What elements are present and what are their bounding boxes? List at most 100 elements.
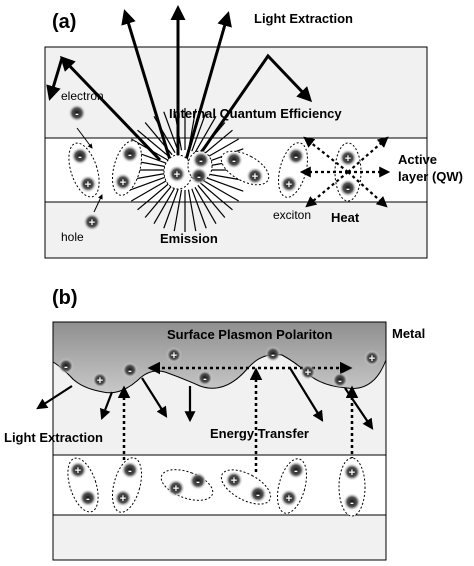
emission-ray bbox=[194, 116, 217, 153]
plus-sign: + bbox=[252, 171, 258, 183]
charges: -+-+-++---+-++--+-+--+-++--++-+--++- bbox=[58, 104, 380, 511]
emission-ray bbox=[137, 129, 171, 158]
electron-charge: - bbox=[122, 362, 138, 378]
minus-sign: - bbox=[294, 151, 298, 163]
plus-sign: + bbox=[85, 179, 91, 191]
hole-charge: + bbox=[280, 175, 298, 193]
substrate-layer bbox=[52, 514, 387, 561]
emission-ray bbox=[144, 122, 173, 156]
plus-sign: + bbox=[173, 483, 179, 495]
emission-ray bbox=[163, 111, 179, 152]
plus-sign: + bbox=[345, 153, 351, 165]
active-layer-label-line2: layer (QW) bbox=[398, 169, 463, 184]
electron-charge: - bbox=[287, 461, 305, 479]
hole-charge: + bbox=[92, 372, 108, 388]
electron-charge: - bbox=[332, 372, 348, 388]
electron-arrow bbox=[76, 127, 93, 149]
electron-charge: - bbox=[58, 358, 74, 374]
minus-sign: - bbox=[75, 108, 79, 120]
hole-charge: + bbox=[225, 471, 243, 489]
minus-sign: - bbox=[197, 171, 201, 183]
emission-ray bbox=[173, 189, 183, 232]
minus-sign: - bbox=[350, 497, 354, 509]
hole-charge: + bbox=[339, 149, 357, 167]
electron-charge: - bbox=[121, 461, 139, 479]
minus-sign: - bbox=[271, 349, 275, 361]
emission-ray bbox=[197, 122, 226, 156]
plus-sign: + bbox=[231, 475, 237, 487]
active-layer-label: Active layer (QW) bbox=[398, 152, 463, 184]
panel-a: (a) Light Extraction electron Internal Q… bbox=[44, 5, 463, 259]
hole-charge: + bbox=[343, 463, 361, 481]
electron-charge: - bbox=[225, 151, 243, 169]
plus-sign: + bbox=[174, 169, 180, 181]
emission-ray bbox=[203, 176, 244, 192]
minus-sign: - bbox=[346, 183, 350, 195]
plus-sign: + bbox=[97, 375, 103, 387]
hole-charge: + bbox=[83, 213, 101, 231]
electron-charge: - bbox=[79, 489, 97, 507]
minus-sign: - bbox=[256, 489, 260, 501]
electron-charge: - bbox=[192, 151, 210, 169]
electron-charge: - bbox=[249, 485, 267, 503]
plus-sign: + bbox=[75, 465, 81, 477]
minus-sign: - bbox=[199, 155, 203, 167]
light-extraction-label: Light Extraction bbox=[254, 11, 353, 26]
minus-sign: - bbox=[128, 465, 132, 477]
hole-charge: + bbox=[167, 479, 185, 497]
electron-charge: - bbox=[68, 104, 86, 122]
emission-ray bbox=[163, 188, 179, 229]
plus-sign: + bbox=[286, 493, 292, 505]
electron-charge: - bbox=[339, 179, 357, 197]
emission-ray bbox=[126, 176, 167, 192]
plus-sign: + bbox=[120, 177, 126, 189]
hole-label: hole bbox=[61, 230, 84, 244]
emission-ray bbox=[197, 184, 226, 218]
active-layer-b bbox=[52, 454, 387, 516]
emission-label: Emission bbox=[160, 231, 218, 246]
electron-charge: - bbox=[71, 147, 89, 165]
energy-transfer-arrows bbox=[117, 367, 359, 472]
hole-charge: + bbox=[79, 175, 97, 193]
electron-charge: - bbox=[287, 147, 305, 165]
hole-charge: + bbox=[69, 461, 87, 479]
emission-ray bbox=[153, 116, 176, 153]
minus-sign: - bbox=[294, 465, 298, 477]
electron-charge: - bbox=[343, 493, 361, 511]
electron-charge: - bbox=[265, 346, 281, 362]
electron-label: electron bbox=[61, 89, 104, 103]
emission-ray bbox=[137, 182, 171, 211]
emission-ray bbox=[187, 189, 197, 232]
panel-a-label: (a) bbox=[52, 11, 76, 33]
minus-sign: - bbox=[128, 149, 132, 161]
emission-ray bbox=[131, 138, 168, 161]
hole-charge: + bbox=[114, 489, 132, 507]
top-cladding-layer bbox=[44, 46, 428, 139]
plus-sign: + bbox=[369, 353, 375, 365]
emission-ray bbox=[202, 179, 239, 202]
emission-ray bbox=[131, 179, 168, 202]
minus-sign: - bbox=[78, 151, 82, 163]
metal-layer bbox=[52, 321, 387, 394]
exciton-label: exciton bbox=[273, 208, 311, 222]
plus-sign: + bbox=[171, 350, 177, 362]
plus-sign: + bbox=[305, 367, 311, 379]
electron-charge: - bbox=[121, 145, 139, 163]
minus-sign: - bbox=[128, 365, 132, 377]
electron-charge: - bbox=[190, 167, 208, 185]
hole-arrow bbox=[93, 194, 103, 213]
electron-charge: - bbox=[197, 370, 213, 386]
hole-charge: + bbox=[300, 364, 316, 380]
minus-sign: - bbox=[64, 361, 68, 373]
active-layer-label-line1: Active bbox=[398, 152, 437, 167]
hole-charge: + bbox=[114, 173, 132, 191]
emission-ray bbox=[194, 187, 217, 224]
plus-sign: + bbox=[120, 493, 126, 505]
panel-b: (b) Surface Plasmon Polariton Metal Ligh… bbox=[4, 287, 425, 561]
hole-charge: + bbox=[280, 489, 298, 507]
emission-ray bbox=[199, 182, 233, 211]
hole-charge: + bbox=[168, 165, 186, 183]
metal-label: Metal bbox=[392, 326, 425, 341]
plus-sign: + bbox=[286, 179, 292, 191]
